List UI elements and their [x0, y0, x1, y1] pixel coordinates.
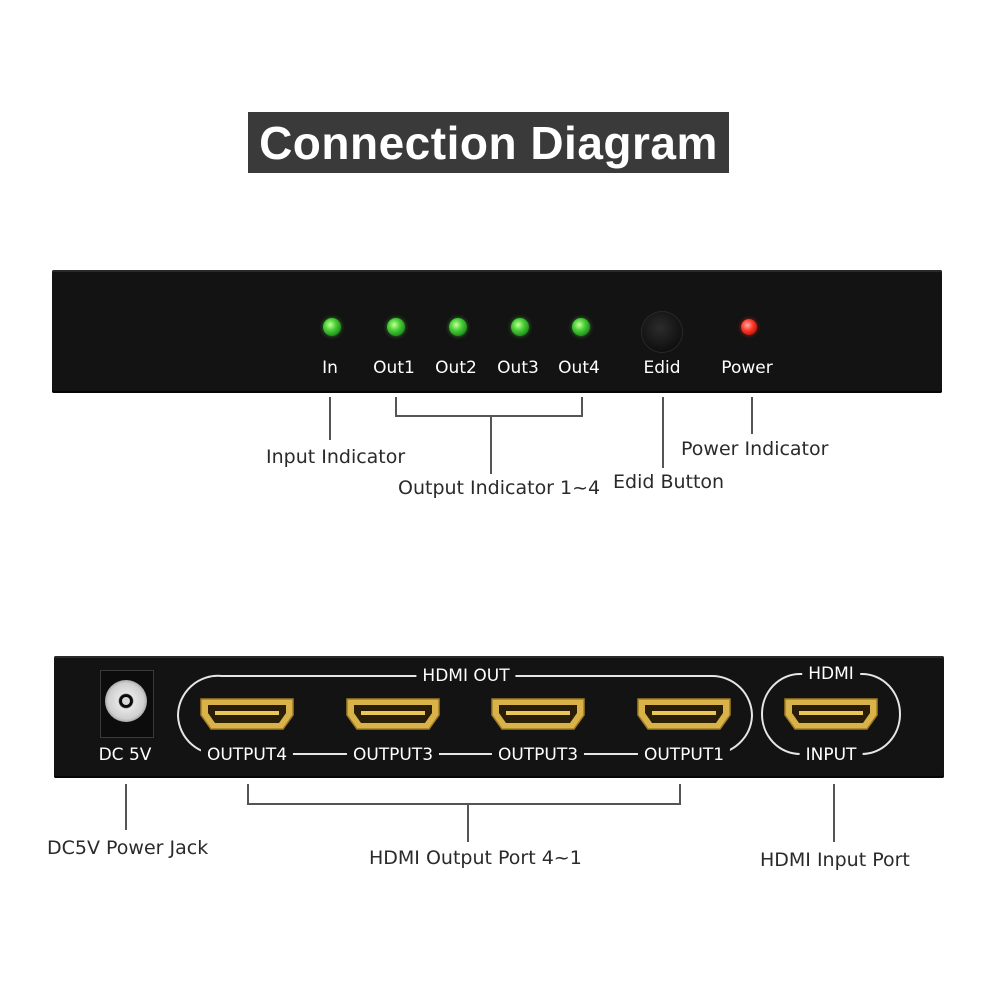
hdmi-input-port-callout: HDMI Input Port: [760, 849, 910, 871]
hdmi-output1-port[interactable]: [636, 697, 732, 731]
output3-port-label: OUTPUT3: [346, 745, 440, 765]
output-indicator-callout: Output Indicator 1~4: [398, 477, 601, 499]
diagram-title: Connection Diagram: [259, 116, 718, 169]
edid-button[interactable]: [642, 312, 682, 352]
out3-label: Out3: [497, 358, 539, 378]
hdmi-out-label: HDMI OUT: [416, 666, 516, 686]
hdmi-output4-port[interactable]: [199, 697, 295, 731]
out1-label: Out1: [373, 358, 415, 378]
input-led: [323, 318, 341, 336]
input-port-label: INPUT: [799, 745, 863, 765]
edid-label: Edid: [643, 358, 681, 378]
output4-led: [572, 318, 590, 336]
output3-led: [511, 318, 529, 336]
output2-port-label: OUTPUT3: [491, 745, 585, 765]
output-indicator-bracket: [395, 397, 583, 417]
hdmi-output-port-callout: HDMI Output Port 4~1: [369, 847, 582, 869]
output4-port-label: OUTPUT4: [200, 745, 294, 765]
out2-label: Out2: [435, 358, 477, 378]
power-indicator-callout: Power Indicator: [681, 438, 829, 460]
in-label: In: [322, 358, 338, 378]
hdmi-output-bracket: [247, 784, 681, 805]
dc-jack-callout: DC5V Power Jack: [47, 837, 209, 859]
power-led: [741, 319, 757, 335]
hdmi-in-label: HDMI: [802, 664, 860, 684]
power-label: Power: [721, 358, 773, 378]
hdmi-input-port[interactable]: [783, 697, 879, 731]
dc-5v-label: DC 5V: [98, 745, 152, 765]
title-banner: Connection Diagram: [248, 112, 729, 173]
hdmi-output3-port[interactable]: [345, 697, 441, 731]
hdmi-output2-port[interactable]: [490, 697, 586, 731]
front-panel: [52, 270, 942, 393]
edid-button-callout: Edid Button: [613, 471, 725, 493]
output1-led: [387, 318, 405, 336]
out4-label: Out4: [558, 358, 600, 378]
dc-jack-pin: [122, 697, 130, 705]
output1-port-label: OUTPUT1: [637, 745, 731, 765]
input-indicator-callout: Input Indicator: [266, 446, 406, 468]
output2-led: [449, 318, 467, 336]
